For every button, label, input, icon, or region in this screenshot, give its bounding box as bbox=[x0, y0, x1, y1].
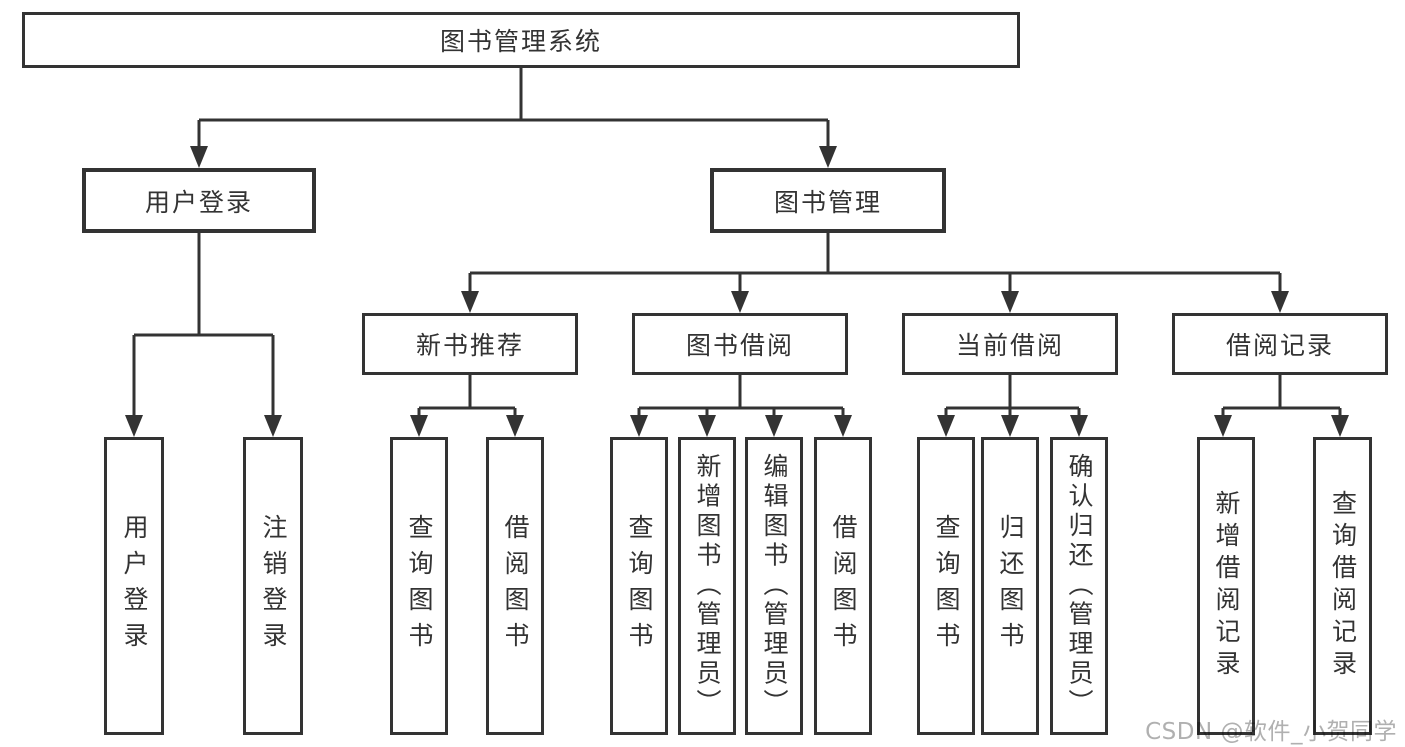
csdn-watermark: CSDN @软件_小贺同学 bbox=[1145, 719, 1397, 745]
leaf-query-books-2: 查询图书 bbox=[610, 437, 668, 735]
node-current-borrowing: 当前借阅 bbox=[902, 313, 1118, 375]
leaf-edit-book-admin: 编辑图书（管理员） bbox=[745, 437, 803, 735]
leaf-add-borrow-record: 新增借阅记录 bbox=[1197, 437, 1255, 735]
leaf-return-books: 归还图书 bbox=[981, 437, 1039, 735]
leaf-confirm-return-admin: 确认归还（管理员） bbox=[1050, 437, 1108, 735]
leaf-query-borrow-record: 查询借阅记录 bbox=[1313, 437, 1372, 735]
node-user-login: 用户登录 bbox=[82, 168, 316, 233]
leaf-borrow-books-1: 借阅图书 bbox=[486, 437, 544, 735]
leaf-query-books-1: 查询图书 bbox=[390, 437, 448, 735]
leaf-borrow-books-2: 借阅图书 bbox=[814, 437, 872, 735]
leaf-logout: 注销登录 bbox=[243, 437, 303, 735]
node-library-system: 图书管理系统 bbox=[22, 12, 1020, 68]
leaf-user-login: 用户登录 bbox=[104, 437, 164, 735]
node-book-borrowing: 图书借阅 bbox=[632, 313, 848, 375]
node-borrowing-records: 借阅记录 bbox=[1172, 313, 1388, 375]
node-new-book-recommend: 新书推荐 bbox=[362, 313, 578, 375]
leaf-add-book-admin: 新增图书（管理员） bbox=[678, 437, 736, 735]
leaf-query-books-3: 查询图书 bbox=[917, 437, 975, 735]
node-book-management: 图书管理 bbox=[710, 168, 946, 233]
